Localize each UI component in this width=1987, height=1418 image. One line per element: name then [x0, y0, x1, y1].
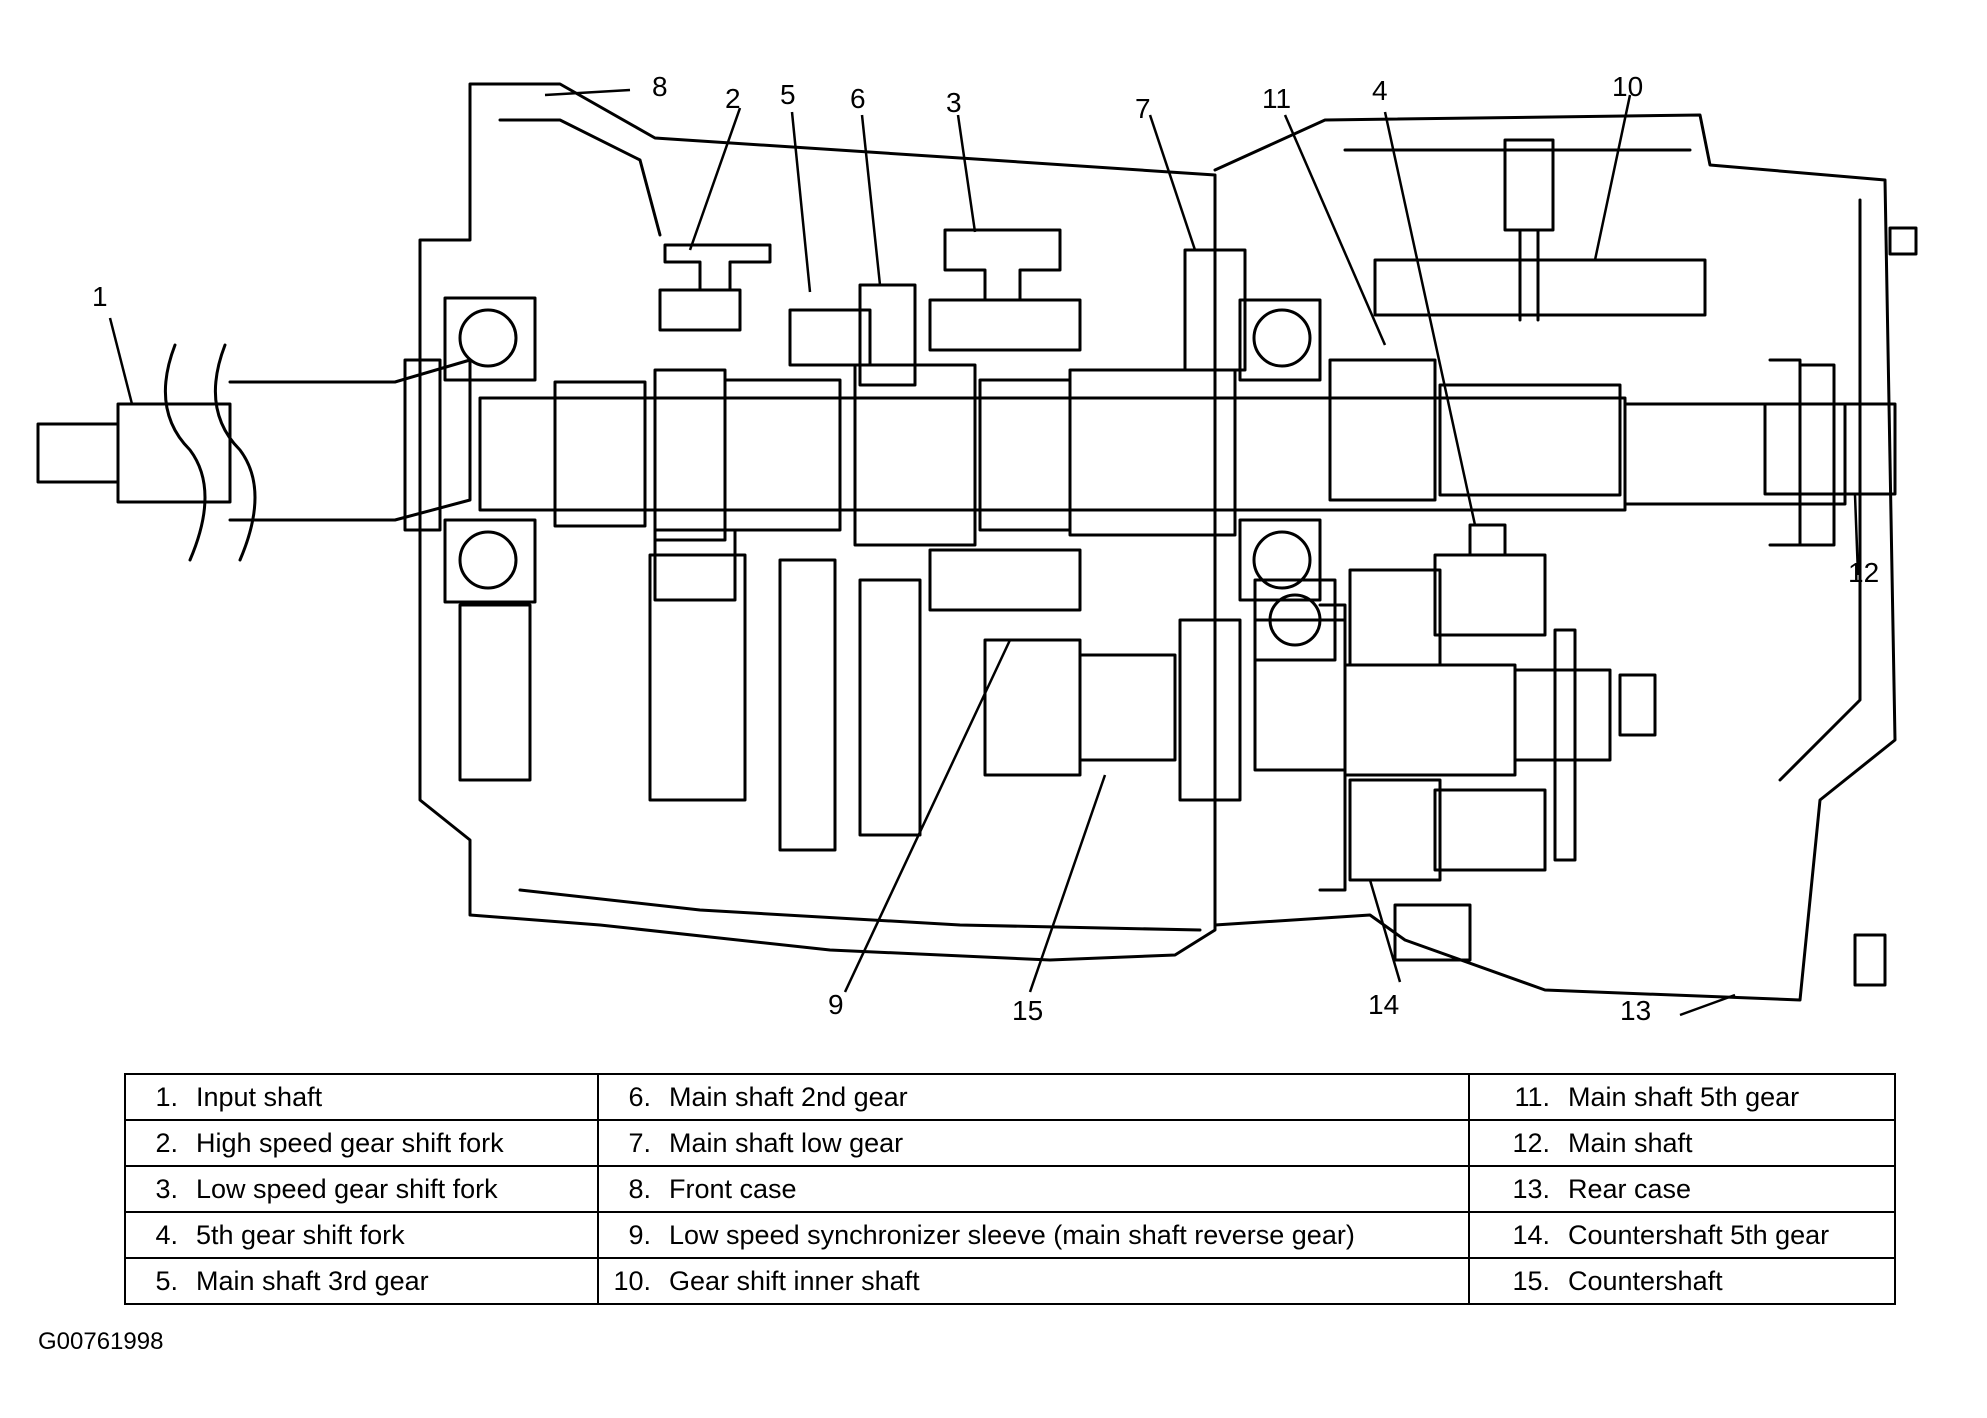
countershaft: [458, 553, 1657, 892]
legend-cell: 9. Low speed synchronizer sleeve (main sh…: [597, 1211, 1470, 1259]
rear-case-inner-wall: [1343, 148, 1862, 782]
legend-row: 4. 5th gear shift fork 9. Low speed synchr…: [124, 1211, 1896, 1259]
figure-id: G00761998: [38, 1328, 164, 1355]
callout-11: 11: [1262, 83, 1291, 114]
legend-number: 15.: [1512, 1265, 1550, 1296]
legend-label: Main shaft: [1568, 1127, 1693, 1158]
legend-label: Main shaft low gear: [669, 1127, 904, 1158]
legend-number: 14.: [1512, 1219, 1550, 1250]
callout-5: 5: [780, 79, 796, 110]
legend-label: Main shaft 3rd gear: [196, 1265, 429, 1296]
legend-row: 1. Input shaft 6. Main shaft 2nd gear 11. M…: [124, 1073, 1896, 1121]
callout-10: 10: [1612, 71, 1643, 102]
legend-cell: 7. Main shaft low gear: [597, 1119, 1470, 1167]
legend-cell: 12. Main shaft: [1468, 1119, 1896, 1167]
legend-cell: 5. Main shaft 3rd gear: [124, 1257, 599, 1305]
shift-forks: [653, 228, 1547, 872]
legend-row: 3. Low speed gear shift fork 8. Front case…: [124, 1165, 1896, 1213]
legend-number: 4.: [155, 1219, 178, 1250]
legend-cell: 11. Main shaft 5th gear: [1468, 1073, 1896, 1121]
legend-cell: 15. Countershaft: [1468, 1257, 1896, 1305]
legend-cell: 3. Low speed gear shift fork: [124, 1165, 599, 1213]
legend-number: 7.: [628, 1127, 651, 1158]
callout-15: 15: [1012, 995, 1043, 1026]
legend-label: Countershaft 5th gear: [1568, 1219, 1830, 1250]
legend-number: 5.: [155, 1265, 178, 1296]
legend-number: 8.: [628, 1173, 651, 1204]
legend-label: Gear shift inner shaft: [669, 1265, 920, 1296]
callout-14: 14: [1368, 989, 1399, 1020]
callout-3: 3: [946, 87, 962, 118]
legend-row: 2. High speed gear shift fork 7. Main shaf…: [124, 1119, 1896, 1167]
callout-7: 7: [1135, 93, 1151, 124]
legend-label: Rear case: [1568, 1173, 1692, 1204]
legend-label: Main shaft 5th gear: [1568, 1081, 1800, 1112]
front-case: [418, 82, 1217, 962]
legend-number: 11.: [1514, 1081, 1550, 1112]
legend-label: 5th gear shift fork: [196, 1219, 405, 1250]
legend-label: Countershaft: [1568, 1265, 1723, 1296]
legend-number: 3.: [155, 1173, 178, 1204]
countershaft-5th-gear: [1348, 568, 1887, 987]
callout-labels: 1 2 3 4 5 6 7 8 9 10 11 12 13 14 15: [92, 71, 1879, 1026]
main-shaft: [478, 358, 1897, 547]
transmission-cutaway-diagram: 1 2 3 4 5 6 7 8 9 10 11 12 13 14 15: [36, 71, 1918, 1026]
legend-number: 2.: [155, 1127, 178, 1158]
gear-shift-inner-shaft: [1373, 138, 1918, 322]
callout-4: 4: [1372, 75, 1388, 106]
legend-table: 1. Input shaft 6. Main shaft 2nd gear 11. M…: [124, 1073, 1896, 1305]
input-shaft: [36, 343, 472, 562]
front-case-inner-wall: [498, 118, 1202, 932]
legend-cell: 10. Gear shift inner shaft: [597, 1257, 1470, 1305]
callout-13: 13: [1620, 995, 1651, 1026]
legend-label: Front case: [669, 1173, 797, 1204]
legend-cell: 6. Main shaft 2nd gear: [597, 1073, 1470, 1121]
legend-cell: 1. Input shaft: [124, 1073, 599, 1121]
callout-1: 1: [92, 281, 108, 312]
legend-label: Low speed gear shift fork: [196, 1173, 498, 1204]
callout-12: 12: [1848, 557, 1879, 588]
legend-number: 13.: [1512, 1173, 1550, 1204]
legend-number: 12.: [1512, 1127, 1550, 1158]
legend-label: Main shaft 2nd gear: [669, 1081, 908, 1112]
callout-2: 2: [725, 83, 741, 114]
legend-label: Low speed synchronizer sleeve (main shaf…: [669, 1219, 1355, 1250]
legend-label: Input shaft: [196, 1081, 323, 1112]
callout-6: 6: [850, 83, 866, 114]
rear-case: [1213, 113, 1897, 1002]
legend-label: High speed gear shift fork: [196, 1127, 504, 1158]
legend-number: 1.: [155, 1081, 178, 1112]
legend-number: 6.: [628, 1081, 651, 1112]
legend-cell: 8. Front case: [597, 1165, 1470, 1213]
callout-8: 8: [652, 71, 668, 102]
front-bearings: [403, 296, 537, 604]
legend-number: 9.: [628, 1219, 651, 1250]
legend-row: 5. Main shaft 3rd gear 10. Gear shift inne…: [124, 1257, 1896, 1305]
leader-lines: [108, 88, 1860, 1017]
legend-cell: 14. Countershaft 5th gear: [1468, 1211, 1896, 1259]
legend-cell: 13. Rear case: [1468, 1165, 1896, 1213]
legend-cell: 2. High speed gear shift fork: [124, 1119, 599, 1167]
legend-cell: 4. 5th gear shift fork: [124, 1211, 599, 1259]
callout-9: 9: [828, 989, 844, 1020]
main-shaft-gears: [553, 248, 1622, 602]
legend-number: 10.: [613, 1265, 651, 1296]
